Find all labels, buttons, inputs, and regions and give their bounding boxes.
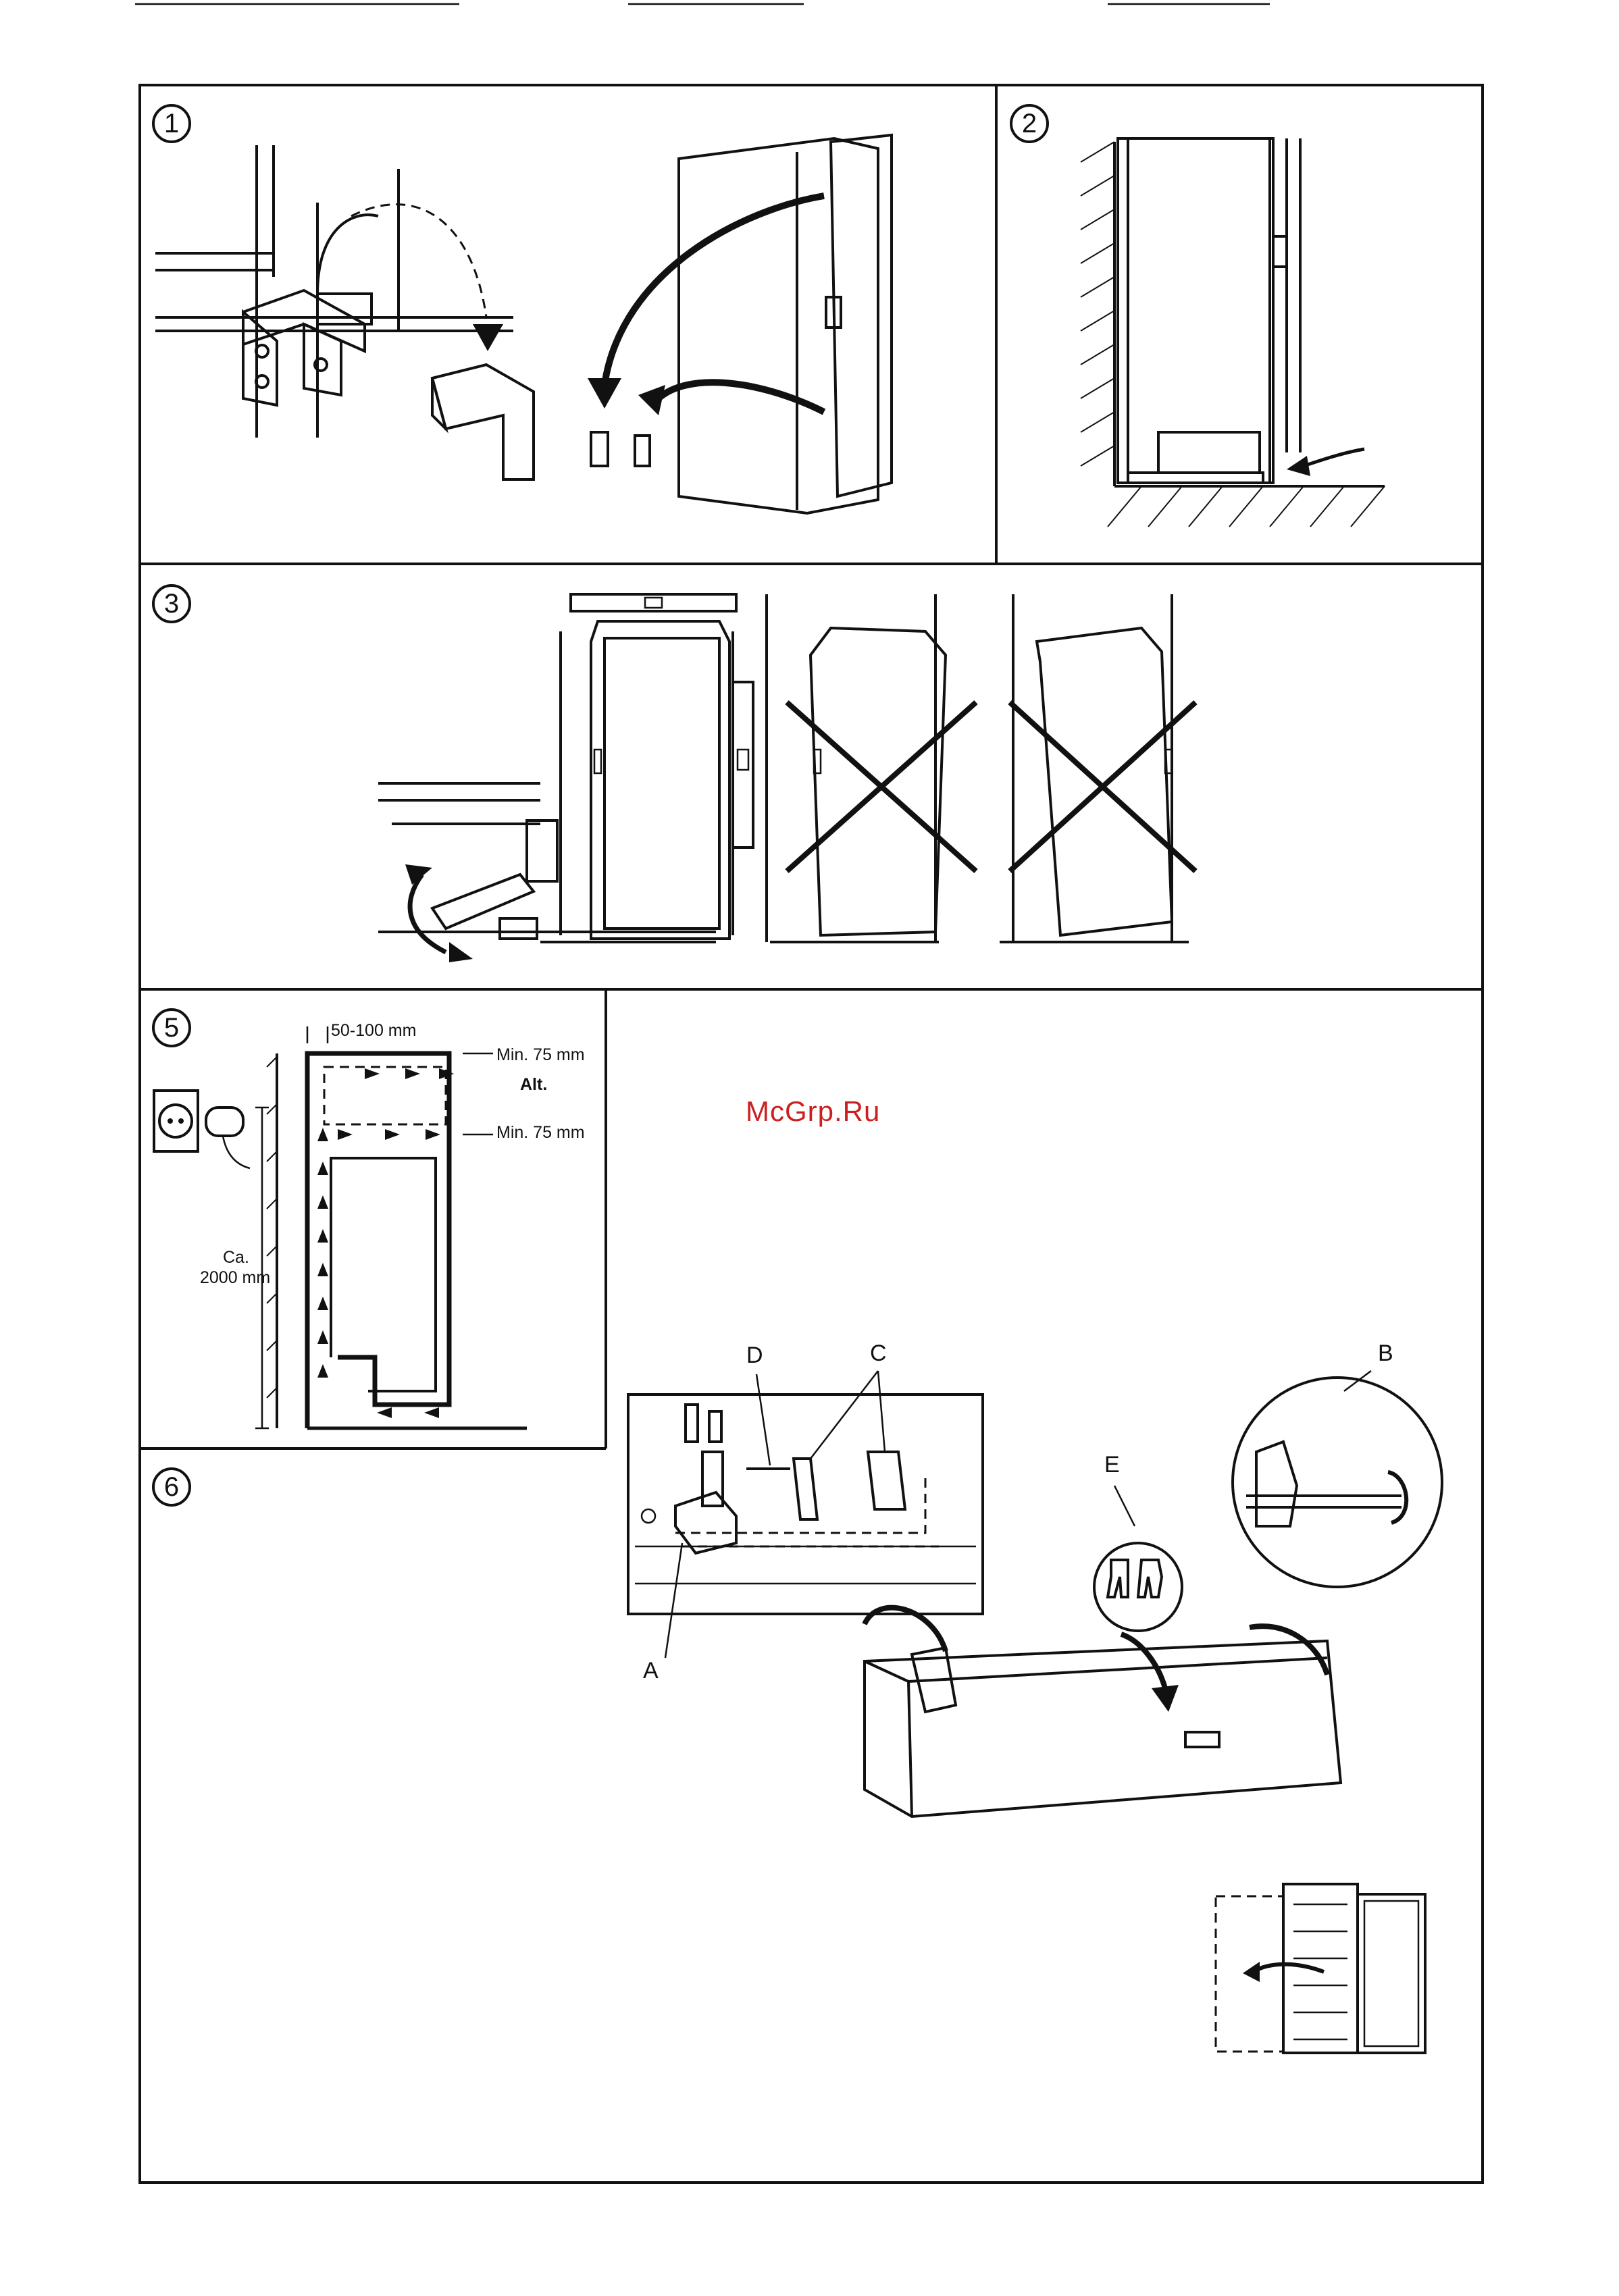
label-c: C [870, 1340, 887, 1367]
label-a: A [643, 1658, 659, 1684]
upright-appliance-open-door [1216, 1884, 1425, 2053]
door-clips-e [1094, 1543, 1182, 1631]
label-d: D [746, 1342, 763, 1369]
magnifier-circle-b [1233, 1378, 1442, 1587]
hinge-detail-inset [628, 1394, 983, 1614]
label-e: E [1104, 1452, 1120, 1478]
label-b: B [1378, 1340, 1393, 1367]
chest-appliance-drawing [865, 1641, 1341, 1817]
